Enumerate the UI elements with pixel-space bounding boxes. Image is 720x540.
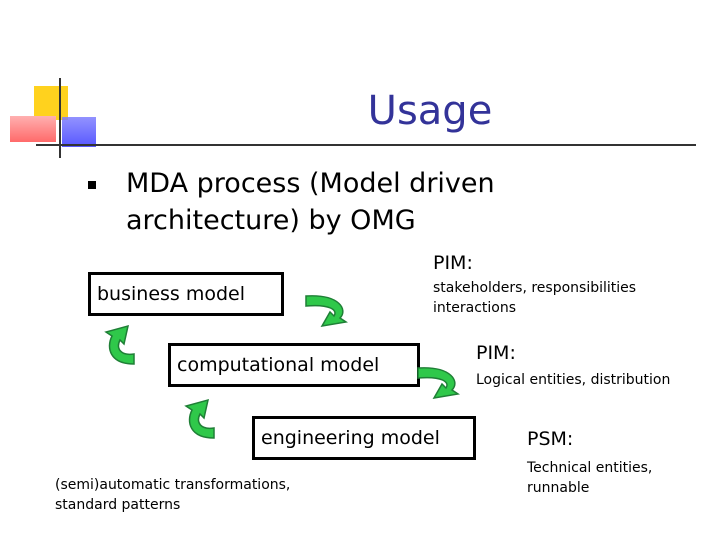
logo-red-block bbox=[10, 116, 56, 142]
logo-vertical-line bbox=[59, 78, 61, 158]
transformations-note: (semi)automatic transformations, standar… bbox=[55, 477, 291, 513]
page-title: Usage bbox=[367, 88, 493, 134]
pim-text-2: Logical entities, distribution bbox=[476, 372, 671, 388]
logo-blue-block bbox=[62, 117, 96, 147]
curved-arrow-icon bbox=[305, 295, 348, 327]
computational-model-box: computational model bbox=[168, 343, 420, 387]
psm-label: PSM: bbox=[527, 428, 574, 450]
engineering-model-box: engineering model bbox=[252, 416, 476, 460]
psm-text: Technical entities, runnable bbox=[527, 460, 653, 496]
curved-arrow-icon bbox=[184, 398, 215, 439]
curved-arrow-icon bbox=[104, 324, 135, 365]
curved-arrow-icon bbox=[417, 367, 460, 399]
logo-yellow-square bbox=[34, 86, 68, 120]
pim-label-1: PIM: bbox=[433, 252, 473, 274]
pim-label-2: PIM: bbox=[476, 342, 516, 364]
bullet-marker bbox=[88, 181, 96, 189]
title-rule bbox=[36, 144, 696, 146]
business-model-box: business model bbox=[88, 272, 284, 316]
bullet-text: MDA process (Model driven architecture) … bbox=[126, 168, 495, 236]
pim-text-1: stakeholders, responsibilities interacti… bbox=[433, 280, 637, 316]
